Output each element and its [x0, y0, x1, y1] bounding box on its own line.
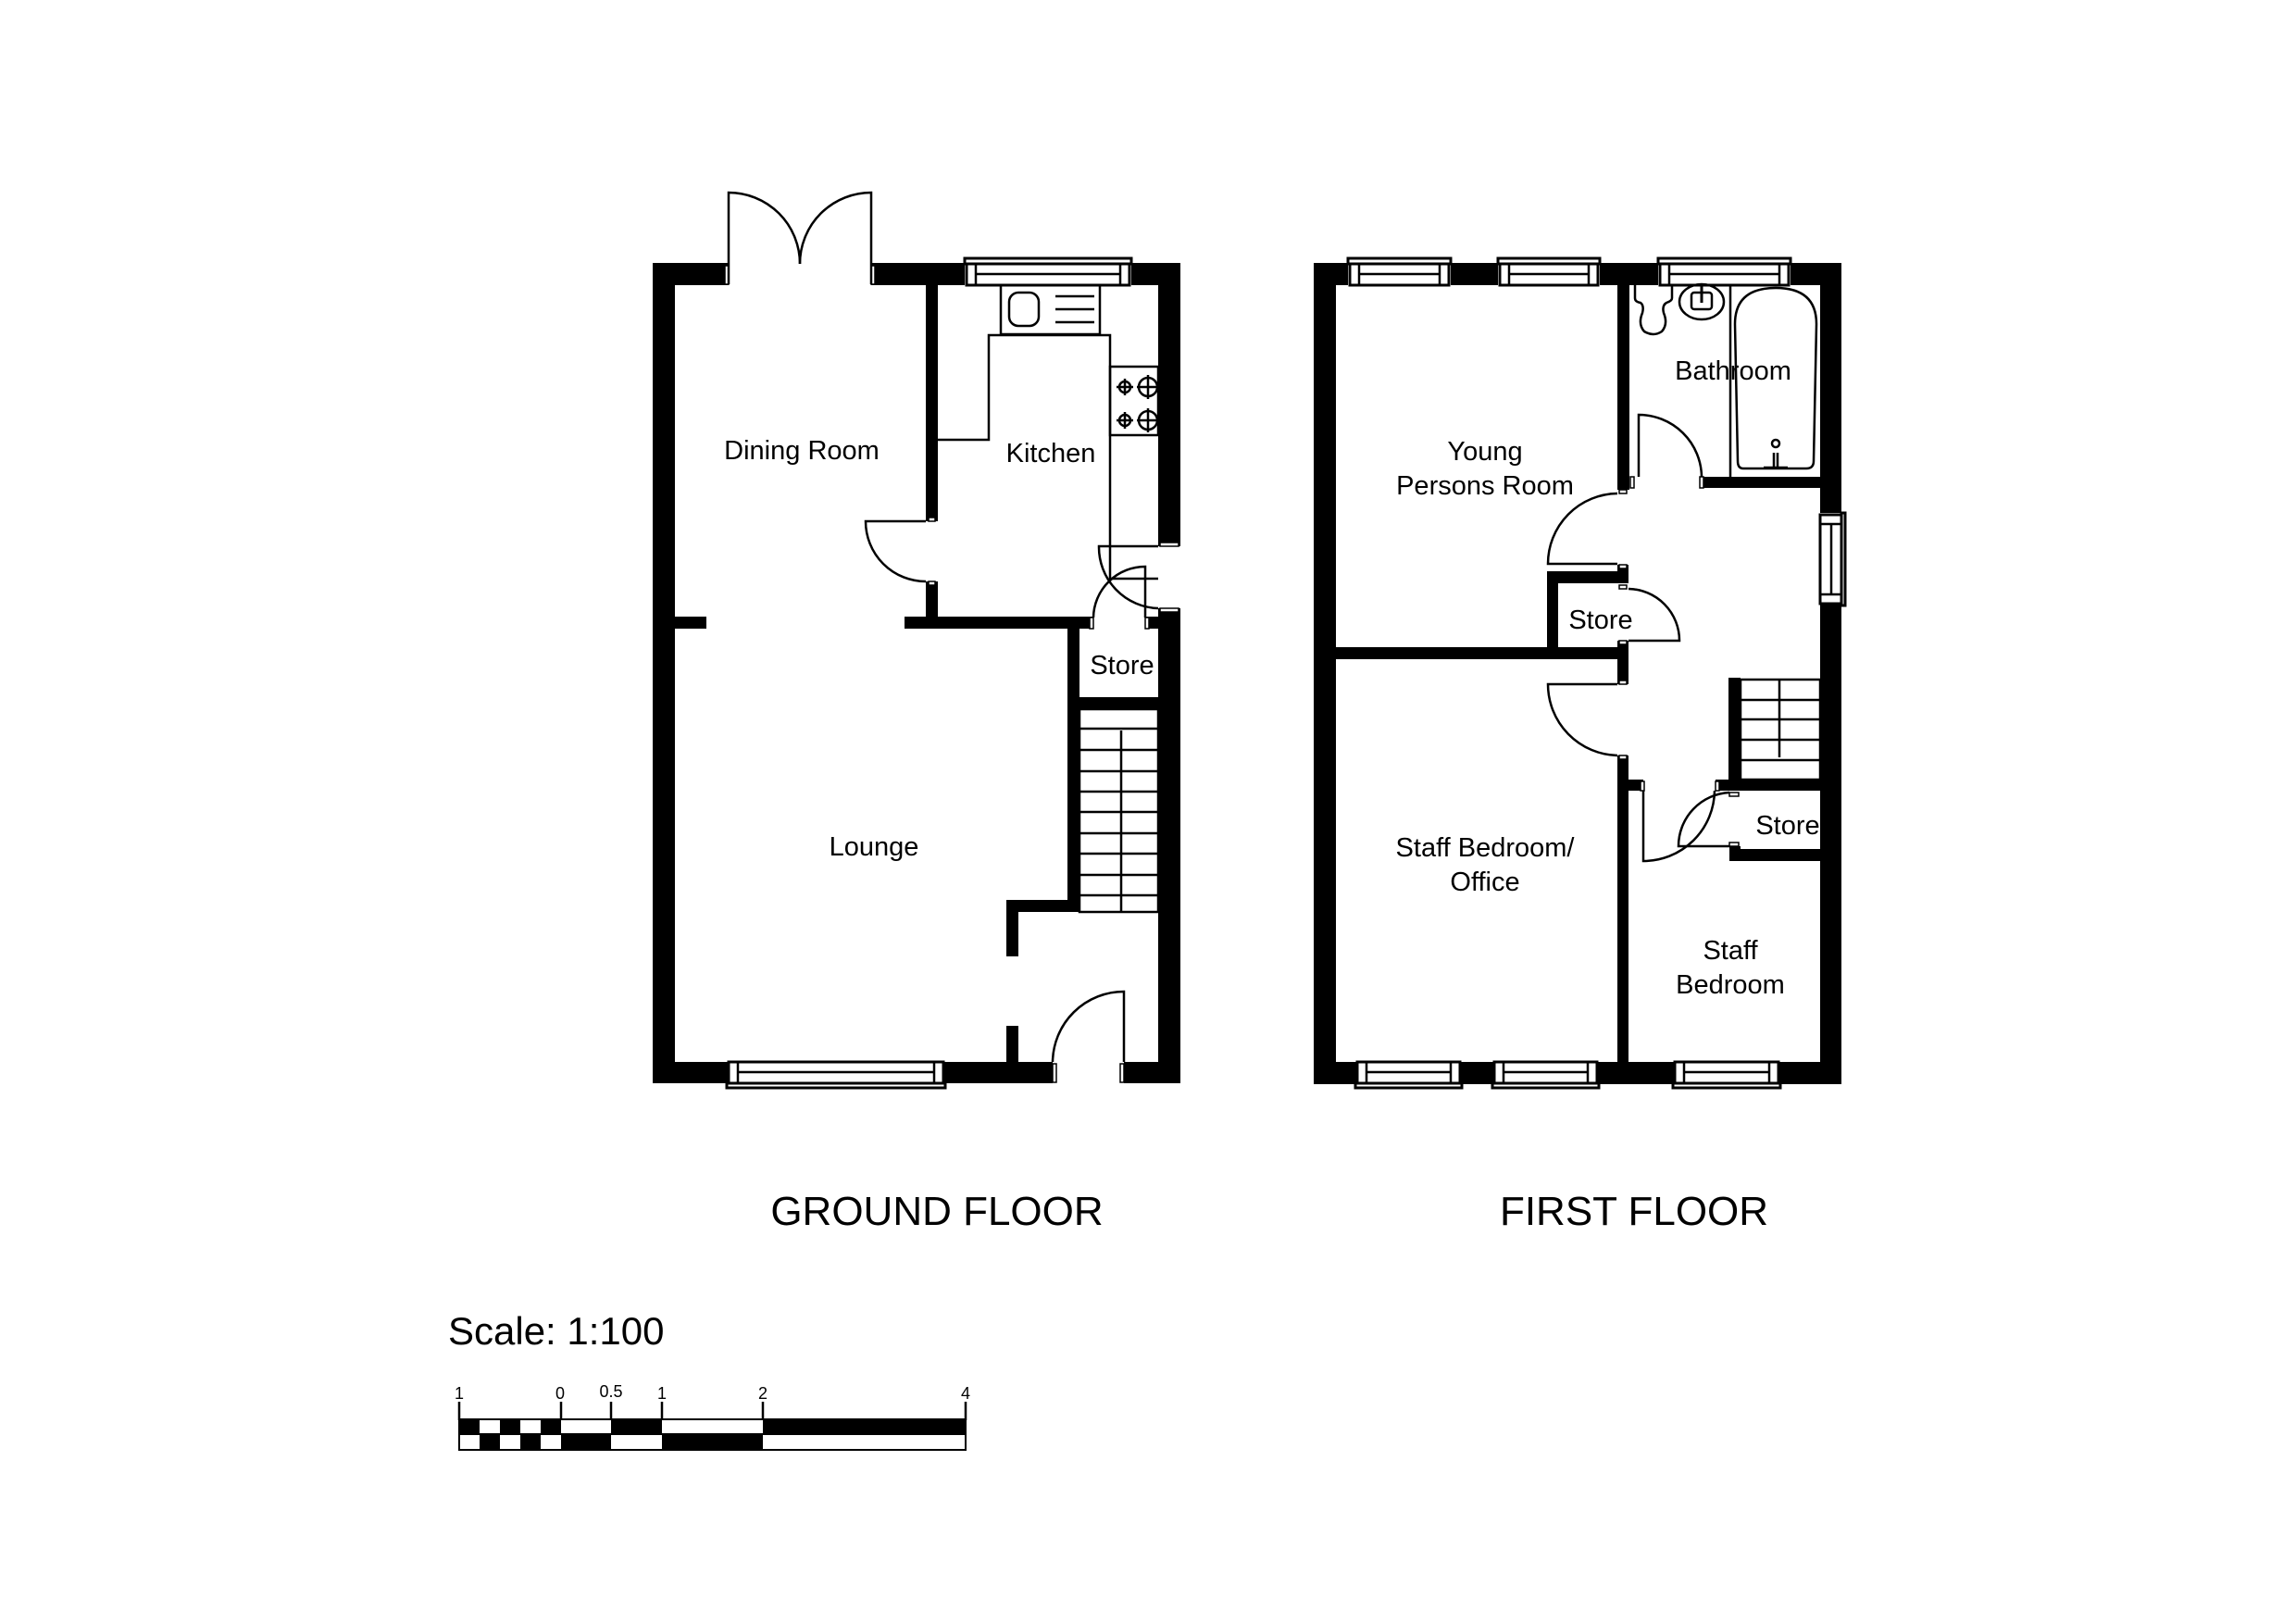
scale-title: Scale: 1:100	[448, 1309, 665, 1353]
ff-office-landing-wall-upper	[1617, 641, 1628, 684]
label-store-ground: Store	[1090, 651, 1154, 680]
ff-stairs	[1739, 678, 1822, 781]
gf-hall-wall-lower	[1006, 1026, 1018, 1062]
ff-yp-bath-wall	[1617, 285, 1629, 490]
ff-window-bottom-3	[1671, 1060, 1782, 1090]
gf-kitchen-window	[963, 256, 1133, 287]
ff-wall-right-upper	[1820, 263, 1841, 513]
label-store-lower: Store	[1755, 811, 1819, 841]
kitchen-worktop	[938, 333, 1158, 581]
ff-staff-bedroom-door	[1640, 780, 1720, 863]
ff-wall-top-2	[1451, 263, 1498, 285]
scale-tick-label: 1	[657, 1384, 667, 1403]
ff-window-bottom-2	[1491, 1060, 1601, 1090]
label-kitchen: Kitchen	[1006, 439, 1096, 468]
ff-office-door	[1546, 680, 1628, 760]
gf-store-left-wall	[1067, 617, 1079, 912]
gf-lounge-kitchen-wall	[905, 617, 1093, 629]
bath-icon	[1733, 286, 1818, 470]
gf-french-doors	[724, 191, 876, 285]
first-floor-title: FIRST FLOOR	[1500, 1189, 1768, 1234]
ff-office-landing-wall-lower	[1617, 755, 1628, 1062]
ff-stair-bottom-wall	[1716, 780, 1820, 791]
ff-staff-bed-stub	[1628, 780, 1643, 791]
gf-hall-wall-upper	[1006, 900, 1018, 956]
first-floor-plan: Young Persons Room Bathroom Store Store …	[1314, 256, 1847, 1234]
gf-wall-top-mid	[871, 263, 965, 285]
scale-tick-label: 4	[961, 1384, 970, 1403]
scale-tick-label: 0.5	[599, 1382, 622, 1401]
ff-wall-bottom-4	[1778, 1062, 1841, 1084]
gf-store-bottom-wall	[1067, 697, 1158, 710]
gf-kitchen-door	[864, 517, 936, 586]
ff-wall-top-3	[1600, 263, 1658, 285]
ff-wall-bottom-1	[1314, 1062, 1357, 1084]
ff-wall-bottom-3	[1597, 1062, 1675, 1084]
ff-window-top-1	[1346, 256, 1453, 287]
hob	[1108, 365, 1160, 437]
gf-kitchen-fittings	[938, 283, 1160, 581]
ff-upper-store-door	[1618, 584, 1681, 645]
hob-burners-icon	[1117, 375, 1159, 432]
label-bathroom: Bathroom	[1675, 356, 1791, 386]
gf-wall-right-lower	[1158, 608, 1180, 1083]
label-staff-office-1: Staff Bedroom/	[1396, 833, 1576, 863]
gf-wall-top-left	[653, 263, 729, 285]
ff-lower-store-bottom-wall	[1729, 849, 1820, 861]
ff-wall-right-lower	[1820, 605, 1841, 1084]
ff-window-top-2	[1496, 256, 1602, 287]
ff-upper-store-top-wall	[1547, 571, 1628, 583]
gf-hall-wall-horizontal	[1006, 900, 1079, 912]
scale-tick-label: 2	[758, 1384, 767, 1403]
label-young-persons-room-1: Young	[1447, 437, 1522, 467]
label-staff-bedroom-1: Staff	[1703, 936, 1758, 966]
label-staff-office-2: Office	[1450, 868, 1519, 897]
ff-stair-left-wall	[1728, 678, 1741, 791]
gf-wall-bottom-right	[1124, 1062, 1180, 1083]
scale-tick-label: 1	[455, 1384, 464, 1403]
gf-wall-right-upper	[1158, 263, 1180, 546]
scale-bar: Scale: 1:100 1 0 0.5 1 2 4	[448, 1309, 970, 1451]
ff-wall-left	[1314, 263, 1336, 1084]
ff-bathroom-door	[1629, 413, 1704, 489]
gf-dining-kitchen-wall-upper	[926, 285, 938, 521]
gf-entrance-door	[1051, 990, 1126, 1083]
ff-lower-store-door	[1677, 791, 1740, 848]
ff-bath-bottom-wall	[1702, 477, 1820, 488]
sink-bowl-icon	[1007, 291, 1041, 328]
wc-icon	[1633, 285, 1674, 336]
ff-window-side	[1818, 511, 1847, 607]
gf-wall-bottom-left	[653, 1062, 729, 1083]
basin-icon	[1678, 282, 1726, 321]
gf-lounge-window	[725, 1060, 947, 1090]
ff-yp-office-wall	[1336, 647, 1628, 659]
ff-window-bathroom	[1656, 256, 1792, 287]
ff-yp-room-door	[1546, 489, 1628, 569]
label-dining-room: Dining Room	[724, 436, 880, 466]
ff-lower-store-stub	[1729, 846, 1741, 861]
gf-wall-bottom-mid	[943, 1062, 1053, 1083]
ff-wall-bottom-2	[1460, 1062, 1494, 1084]
gf-wall-left	[653, 263, 675, 1083]
gf-stub-left	[675, 617, 706, 629]
label-young-persons-room-2: Persons Room	[1396, 471, 1574, 501]
scale-tick-label: 0	[555, 1384, 565, 1403]
ground-floor-plan: Dining Room Kitchen Store Lounge GROUND …	[653, 191, 1180, 1234]
label-staff-bedroom-2: Bedroom	[1676, 970, 1785, 1000]
ground-floor-title: GROUND FLOOR	[770, 1189, 1103, 1234]
gf-stairs	[1078, 707, 1160, 914]
label-lounge: Lounge	[830, 832, 919, 862]
gf-store-door	[1089, 565, 1150, 630]
label-store-upper: Store	[1568, 606, 1632, 635]
ff-bathroom-fittings	[1633, 282, 1818, 477]
ff-wall-top-1	[1314, 263, 1348, 285]
ff-window-bottom-1	[1354, 1060, 1464, 1090]
ff-upper-store-left-wall	[1547, 571, 1558, 659]
